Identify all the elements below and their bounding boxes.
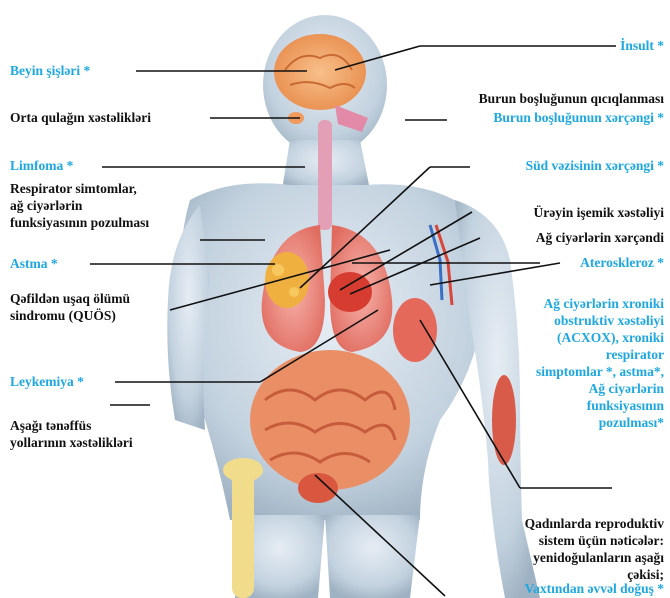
label-line: (ACXOX), xroniki: [444, 329, 664, 346]
label-vaxtindan-evvel-dogus: Vaxtından əvvəl doğuş *: [525, 580, 664, 597]
label-line: Ağ ciyərlərin xroniki: [444, 295, 664, 312]
label-burun-xercengi: Burun boşluğunun xərçəngi *: [493, 109, 664, 126]
label-orta-qulaq: Orta qulağın xəstəlikləri: [10, 109, 151, 126]
label-line: obstruktiv xəstəliyi: [444, 312, 664, 329]
label-line: Qadınlarda reproduktiv: [444, 515, 664, 532]
label-line: funksiyasının pozulması: [10, 214, 210, 231]
label-line: sindromu (QUÖS): [10, 307, 180, 324]
label-acxox: Ağ ciyərlərin xroniki obstruktiv xəstəli…: [444, 295, 664, 431]
label-quos: Qəfildən uşaq ölümü sindromu (QUÖS): [10, 290, 180, 324]
label-asagi-teneffus: Aşağı tənəffüs yollarının xəstəlikləri: [10, 417, 190, 451]
label-burun-qiciqlanmasi: Burun boşluğunun qıcıqlanması: [479, 90, 664, 107]
label-sud-vezisi: Süd vəzisinin xərçəngi *: [526, 157, 664, 174]
label-qadinlarda-reproduktiv: Qadınlarda reproduktiv sistem üçün nətic…: [444, 515, 664, 583]
label-astma: Astma *: [10, 255, 58, 272]
label-line: ağ ciyərlərin: [10, 197, 210, 214]
label-ateroskleroz: Ateroskleroz *: [580, 254, 664, 271]
label-insult: İnsult *: [620, 37, 664, 54]
label-line: Ağ ciyərlərin: [444, 380, 664, 397]
label-ureyin-isemik: Ürəyin işemik xəstəliyi: [534, 204, 664, 221]
label-line: yenidoğulanların aşağı: [444, 549, 664, 566]
label-line: simptomlar *, astma*,: [444, 363, 664, 380]
label-ag-ciyer-xercendi: Ağ ciyərlərin xərçəndi: [536, 229, 664, 246]
label-line: pozulması*: [444, 414, 664, 431]
label-limfoma: Limfoma *: [10, 157, 73, 174]
label-line: funksiyasının: [444, 397, 664, 414]
label-beyin-sisleri: Beyin şişləri *: [10, 62, 90, 79]
label-line: respirator: [444, 346, 664, 363]
label-line: Qəfildən uşaq ölümü: [10, 290, 180, 307]
label-line: sistem üçün nəticələr:: [444, 532, 664, 549]
label-line: Respirator simtomlar,: [10, 180, 210, 197]
label-line: Aşağı tənəffüs: [10, 417, 190, 434]
label-respirator-simtomlar: Respirator simtomlar, ağ ciyərlərin funk…: [10, 180, 210, 231]
label-leykemiya: Leykemiya *: [10, 373, 84, 390]
label-line: yollarının xəstəlikləri: [10, 434, 190, 451]
